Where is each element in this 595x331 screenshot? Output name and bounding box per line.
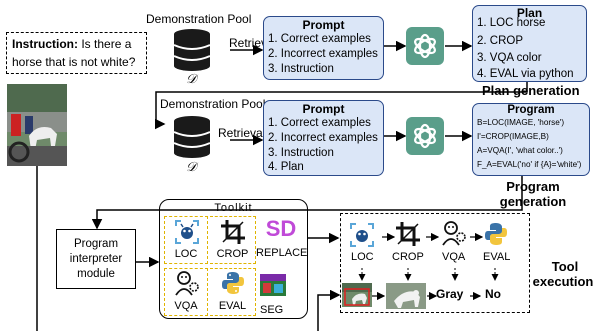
prompt-item: 1. Correct examples	[268, 117, 371, 129]
program-line: F_A=EVAL('no' if {A}='white')	[477, 160, 582, 169]
chatgpt-icon	[406, 117, 444, 155]
interpreter-box: Program interpreter module	[56, 229, 136, 289]
program-line: B=LOC(IMAGE, 'horse')	[477, 118, 565, 127]
program-title: Program	[507, 104, 555, 116]
instruction-box: Instruction: Is there a horse that is no…	[6, 32, 147, 74]
stage-label-tool-2: execution	[532, 274, 594, 289]
tool-eval: EVAL	[210, 268, 256, 316]
sd-logo-icon: SD	[265, 216, 297, 241]
prompt-item: 1. Correct examples	[268, 33, 371, 45]
prompt-item: 3. Instruction	[268, 63, 334, 75]
instruction-text-2: horse that is not white?	[12, 55, 136, 69]
tool-label: CROP	[216, 248, 249, 260]
tool-label: SEG	[260, 304, 284, 316]
pool-symbol-middle: 𝒟	[186, 160, 197, 175]
loc-icon	[175, 220, 199, 244]
program-box: Program B=LOC(IMAGE, 'horse') I'=CROP(IM…	[472, 103, 590, 176]
crop-icon	[396, 222, 420, 246]
plan-item: 3. VQA color	[477, 52, 542, 64]
crop-output-image	[386, 283, 426, 309]
prompt-title-top: Prompt	[302, 18, 345, 32]
stage-label-plan: Plan generation	[482, 83, 580, 98]
tool-label: VQA	[174, 300, 198, 312]
prompt-title-middle: Prompt	[302, 102, 345, 116]
vqa-robot-icon	[442, 221, 466, 246]
tool-crop: CROP	[210, 216, 256, 264]
plan-item: 4. EVAL via python	[477, 68, 574, 80]
tool-seg: SEG	[256, 268, 306, 316]
database-icon	[173, 116, 211, 158]
plan-item: 1. LOC horse	[477, 17, 546, 29]
tool-label: LOC	[174, 248, 198, 260]
toolkit-title: Toolkit	[214, 202, 253, 214]
python-icon	[222, 272, 244, 294]
pool-symbol-top: 𝒟	[186, 72, 197, 87]
crop-icon	[221, 220, 245, 244]
arrow-program-to-interpreter	[91, 176, 523, 230]
prompt-item: 2. Incorrect examples	[268, 48, 378, 60]
prompt-box-top: Prompt 1. Correct examples 2. Incorrect …	[263, 16, 384, 80]
vqa-robot-icon	[175, 271, 199, 296]
eval-output: No	[485, 287, 501, 301]
arrow-plan-to-middle	[155, 82, 528, 130]
pool-title-middle: Demonstration Pool	[160, 97, 266, 111]
prompt-item: 4. Plan	[268, 161, 304, 173]
tool-vqa: VQA	[164, 268, 208, 316]
plan-title: Plan	[516, 6, 543, 20]
tool-label: REPLACE	[256, 247, 308, 259]
loc-output-image	[342, 283, 372, 307]
loc-icon	[350, 223, 374, 247]
interpreter-line: Program	[73, 238, 119, 250]
plan-item: 2. CROP	[477, 35, 524, 47]
interpreter-line: interpreter	[69, 253, 123, 265]
tool-replace: SD REPLACE	[256, 216, 308, 264]
python-icon	[485, 223, 507, 245]
stage-label-tool-1: Tool	[551, 259, 579, 274]
program-line: I'=CROP(IMAGE,B)	[477, 132, 549, 141]
vqa-output: Gray	[436, 287, 464, 301]
instruction-label: Instruction:	[12, 37, 78, 51]
toolkit-box: Toolkit LOC CROP SD REPLACE VQA	[159, 199, 308, 319]
instruction-text-1: Is there a	[81, 37, 132, 51]
plan-box: Plan 1. LOC horse 2. CROP 3. VQA color 4…	[472, 5, 587, 82]
stage-label-program-2: generation	[499, 194, 567, 209]
prompt-item: 2. Incorrect examples	[268, 132, 378, 144]
interpreter-line: module	[77, 268, 115, 280]
pool-title-top: Demonstration Pool	[146, 12, 252, 26]
arrow-image-to-exec	[317, 289, 341, 331]
prompt-item: 3. Instruction	[268, 147, 334, 159]
exec-tool-label: CROP	[392, 251, 424, 263]
exec-tool-label: EVAL	[483, 251, 511, 263]
execution-panel: LOC CROP VQA EVAL Gray No	[340, 213, 530, 313]
exec-tool-label: LOC	[351, 251, 374, 263]
chatgpt-icon	[406, 27, 444, 65]
tool-loc: LOC	[164, 216, 208, 264]
program-line: A=VQA(I', 'what color..')	[477, 146, 563, 155]
seg-icon	[260, 274, 286, 296]
exec-tool-label: VQA	[442, 251, 466, 263]
retrieval-label-middle: Retrieval	[218, 126, 266, 140]
photo-horse-carriage	[7, 84, 67, 166]
prompt-box-middle: Prompt 1. Correct examples 2. Incorrect …	[263, 100, 384, 176]
database-icon	[173, 29, 211, 71]
tool-label: EVAL	[218, 300, 247, 312]
stage-label-program-1: Program	[506, 179, 560, 194]
